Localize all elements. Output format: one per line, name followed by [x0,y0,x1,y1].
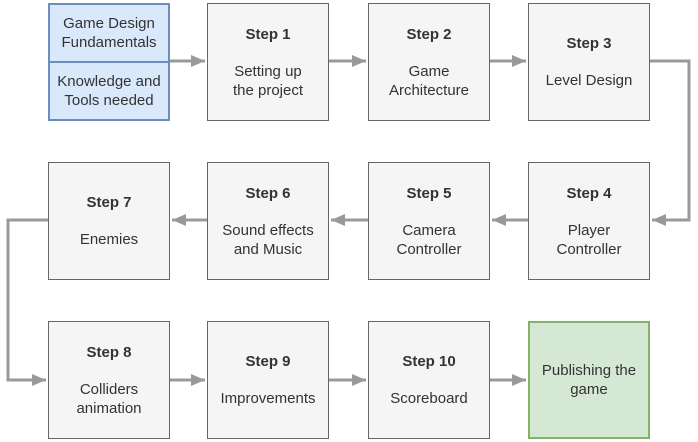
step-4-text: Player Controller [556,221,622,258]
step-10-text: Scoreboard [390,390,468,407]
start-box-top-text: Game Design Fundamentals [50,5,168,63]
arrow-step3-to-step4 [650,59,691,226]
step-9-box: Step 9 Improvements [207,321,329,439]
step-10-box: Step 10 Scoreboard [368,321,490,439]
step-1-label: Step 1 [245,25,291,43]
step-7-text: Enemies [79,231,139,248]
step-7-label: Step 7 [86,194,132,211]
step-10-label: Step 10 [402,353,456,370]
step-2-label: Step 2 [406,25,452,43]
step-8-text: Colliders animation [76,380,142,417]
step-9-text: Improvements [220,390,316,407]
step-4-box: Step 4 Player Controller [528,162,650,280]
start-box: Game Design Fundamentals Knowledge and T… [48,3,170,121]
step-3-box: Step 3 Level Design [528,3,650,121]
step-6-label: Step 6 [245,184,291,202]
step-5-text: Camera Controller [396,221,462,258]
step-3-label: Step 3 [566,35,612,52]
step-7-box: Step 7 Enemies [48,162,170,280]
step-8-label: Step 8 [86,343,132,361]
arrow-step7-to-step8 [6,218,48,386]
step-9-label: Step 9 [245,353,291,370]
step-6-text: Sound effects and Music [222,221,314,258]
step-5-box: Step 5 Camera Controller [368,162,490,280]
step-2-text: Game Architecture [388,62,470,99]
start-box-bottom-text: Knowledge and Tools needed [57,73,161,109]
end-box-text: Publishing the game [541,362,637,398]
step-2-box: Step 2 Game Architecture [368,3,490,121]
step-3-text: Level Design [545,72,633,89]
step-8-box: Step 8 Colliders animation [48,321,170,439]
step-5-label: Step 5 [406,184,452,202]
step-1-text: Setting up the project [232,62,304,99]
step-4-label: Step 4 [566,184,612,202]
step-6-box: Step 6 Sound effects and Music [207,162,329,280]
step-1-box: Step 1 Setting up the project [207,3,329,121]
end-box: Publishing the game [528,321,650,439]
